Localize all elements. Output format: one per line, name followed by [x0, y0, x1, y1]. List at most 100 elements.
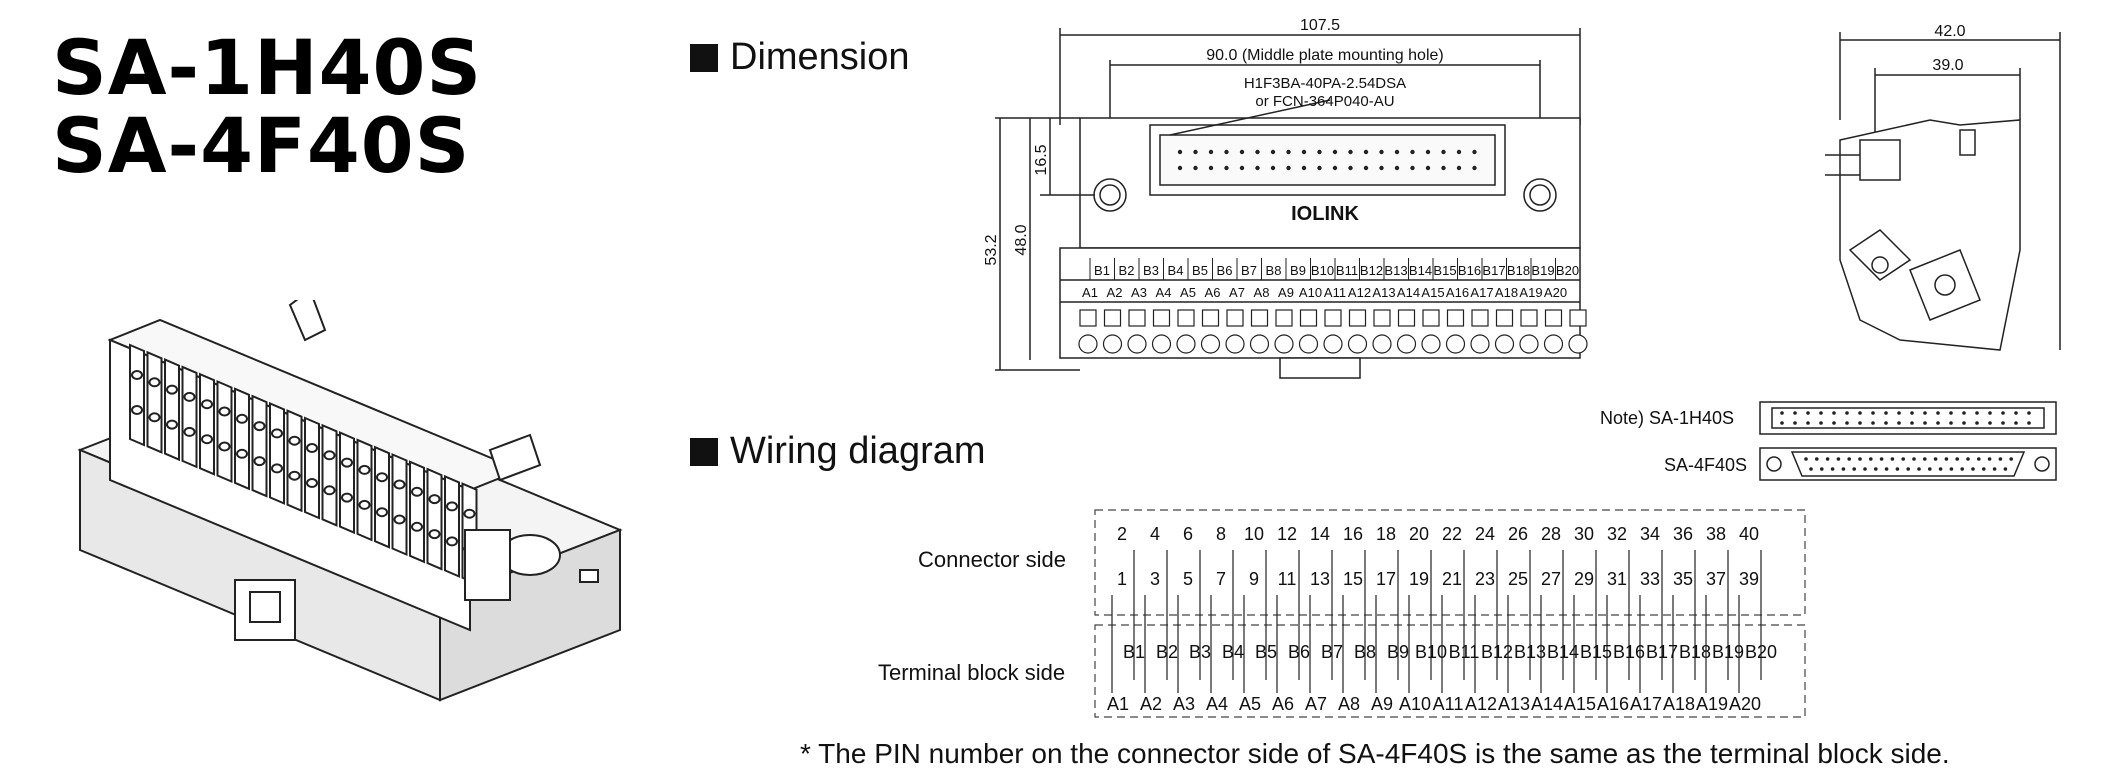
terminal-clamp: [1324, 309, 1342, 327]
wiring-terminal-a: A7: [1305, 694, 1327, 714]
footnote: * The PIN number on the connector side o…: [800, 738, 1950, 769]
connector-pin: [1869, 457, 1873, 461]
terminal-label-a: A4: [1156, 285, 1172, 300]
connector-pin: [1780, 421, 1784, 425]
connector-even-pin: 28: [1541, 524, 1561, 544]
terminal-block: [251, 394, 268, 498]
connector-pin: [1809, 467, 1813, 471]
terminal-screw: [271, 463, 283, 474]
wiring-terminal-b: B6: [1288, 642, 1310, 662]
connector-pin: [1971, 467, 1975, 471]
terminal-label-a: A16: [1446, 285, 1469, 300]
terminal-label-a: A7: [1229, 285, 1245, 300]
wiring-terminal-b: B20: [1745, 642, 1777, 662]
connector-even-pin: 26: [1508, 524, 1528, 544]
terminal-clamp: [1079, 309, 1097, 327]
terminal-block: [321, 423, 338, 527]
connector-odd-pin: 5: [1183, 569, 1193, 589]
connector-even-pin: 6: [1183, 524, 1193, 544]
connector-pin: [1472, 149, 1477, 155]
connector-even-pin: 14: [1310, 524, 1330, 544]
terminal-screw: [323, 485, 336, 496]
connector-pin: [1224, 149, 1229, 155]
terminal-screw: [288, 470, 301, 481]
connector-pin: [2014, 411, 2018, 415]
terminal-screw: [1298, 334, 1319, 354]
dim-overall-width: 107.5: [1300, 17, 1340, 34]
terminal-label-b: B12: [1360, 263, 1383, 278]
connector-pin: [1379, 149, 1384, 155]
terminal-label-b: B7: [1241, 263, 1257, 278]
terminal-block: [391, 452, 408, 557]
connector-pin: [1830, 467, 1835, 471]
wiring-terminal-a: A6: [1272, 694, 1294, 714]
connector-pin: [1425, 149, 1431, 155]
terminal-screw: [183, 426, 196, 437]
terminal-screw: [148, 377, 161, 388]
connector-even-pin: 30: [1574, 524, 1594, 544]
terminal-screw: [1176, 334, 1196, 354]
connector-pin: [1472, 165, 1477, 171]
terminal-block: [216, 379, 233, 484]
connector-pin: [1793, 421, 1797, 425]
terminal-screw: [183, 391, 196, 402]
wiring-terminal-a: A18: [1663, 694, 1695, 714]
connector-even-pin: 34: [1640, 524, 1660, 544]
connector-pin: [1912, 457, 1916, 461]
connector-odd-pin: 23: [1475, 569, 1495, 589]
connector-odd-pin: 31: [1607, 569, 1627, 589]
terminal-clamp: [1495, 309, 1514, 327]
connector-pin: [2009, 457, 2013, 461]
section-dimension: Dimension: [690, 36, 910, 79]
terminal-screw: [306, 478, 318, 488]
wiring-terminal-b: B3: [1189, 642, 1211, 662]
connector-pin: [1874, 467, 1878, 471]
terminal-screw: [201, 434, 213, 445]
connector-pin: [1845, 411, 1849, 415]
connector-pin: [1895, 467, 1900, 471]
terminal-screw: [393, 479, 406, 490]
terminal-clamp: [1299, 309, 1318, 327]
connector-odd-pin: 35: [1673, 569, 1693, 589]
connector-pin: [1884, 411, 1888, 415]
wiring-terminal-b: B8: [1354, 642, 1376, 662]
connector-pin: [1977, 457, 1981, 461]
connector-pin: [1858, 411, 1862, 415]
terminal-screw: [393, 514, 406, 525]
connector-pin: [1793, 411, 1797, 415]
connector-pin: [1949, 421, 1953, 425]
connector-pin: [1936, 411, 1940, 415]
wiring-terminal-a: A12: [1465, 694, 1497, 714]
terminal-label-a: A12: [1348, 285, 1371, 300]
terminal-screw: [376, 472, 388, 483]
connector-pin: [1923, 457, 1927, 461]
connector-pin: [1884, 467, 1889, 471]
connector-even-pin: 22: [1442, 524, 1462, 544]
connector-even-pin: 20: [1409, 524, 1429, 544]
wiring-terminal-a: A11: [1433, 694, 1464, 714]
terminal-screw: [148, 412, 161, 423]
connector-pin: [1975, 421, 1979, 425]
terminal-screw: [236, 448, 248, 459]
terminal-screw: [428, 529, 441, 540]
connector-pin: [1962, 411, 1966, 415]
connector-pin: [2014, 421, 2018, 425]
connector-pin: [1923, 421, 1927, 425]
terminal-block: [181, 365, 198, 469]
connector-even-pin: 18: [1376, 524, 1396, 544]
connector-pin: [1410, 149, 1415, 155]
terminal-screw: [1372, 334, 1392, 354]
connector-pin: [1949, 411, 1953, 415]
brand-logo-text: IOLINK: [1291, 203, 1359, 225]
wiring-terminal-b: B18: [1679, 642, 1711, 662]
connector-pin: [1988, 411, 1992, 415]
wiring-terminal-b: B2: [1156, 642, 1178, 662]
terminal-screw: [218, 441, 231, 452]
model-title-1: SA-1H40S: [52, 23, 483, 112]
connector-pin: [1255, 165, 1260, 171]
terminal-label-b: B8: [1266, 263, 1282, 278]
connector-pin: [2001, 411, 2005, 415]
terminal-label-a: A3: [1131, 285, 1147, 300]
wiring-terminal-b: B12: [1481, 642, 1513, 662]
connector-pin: [1825, 457, 1830, 461]
